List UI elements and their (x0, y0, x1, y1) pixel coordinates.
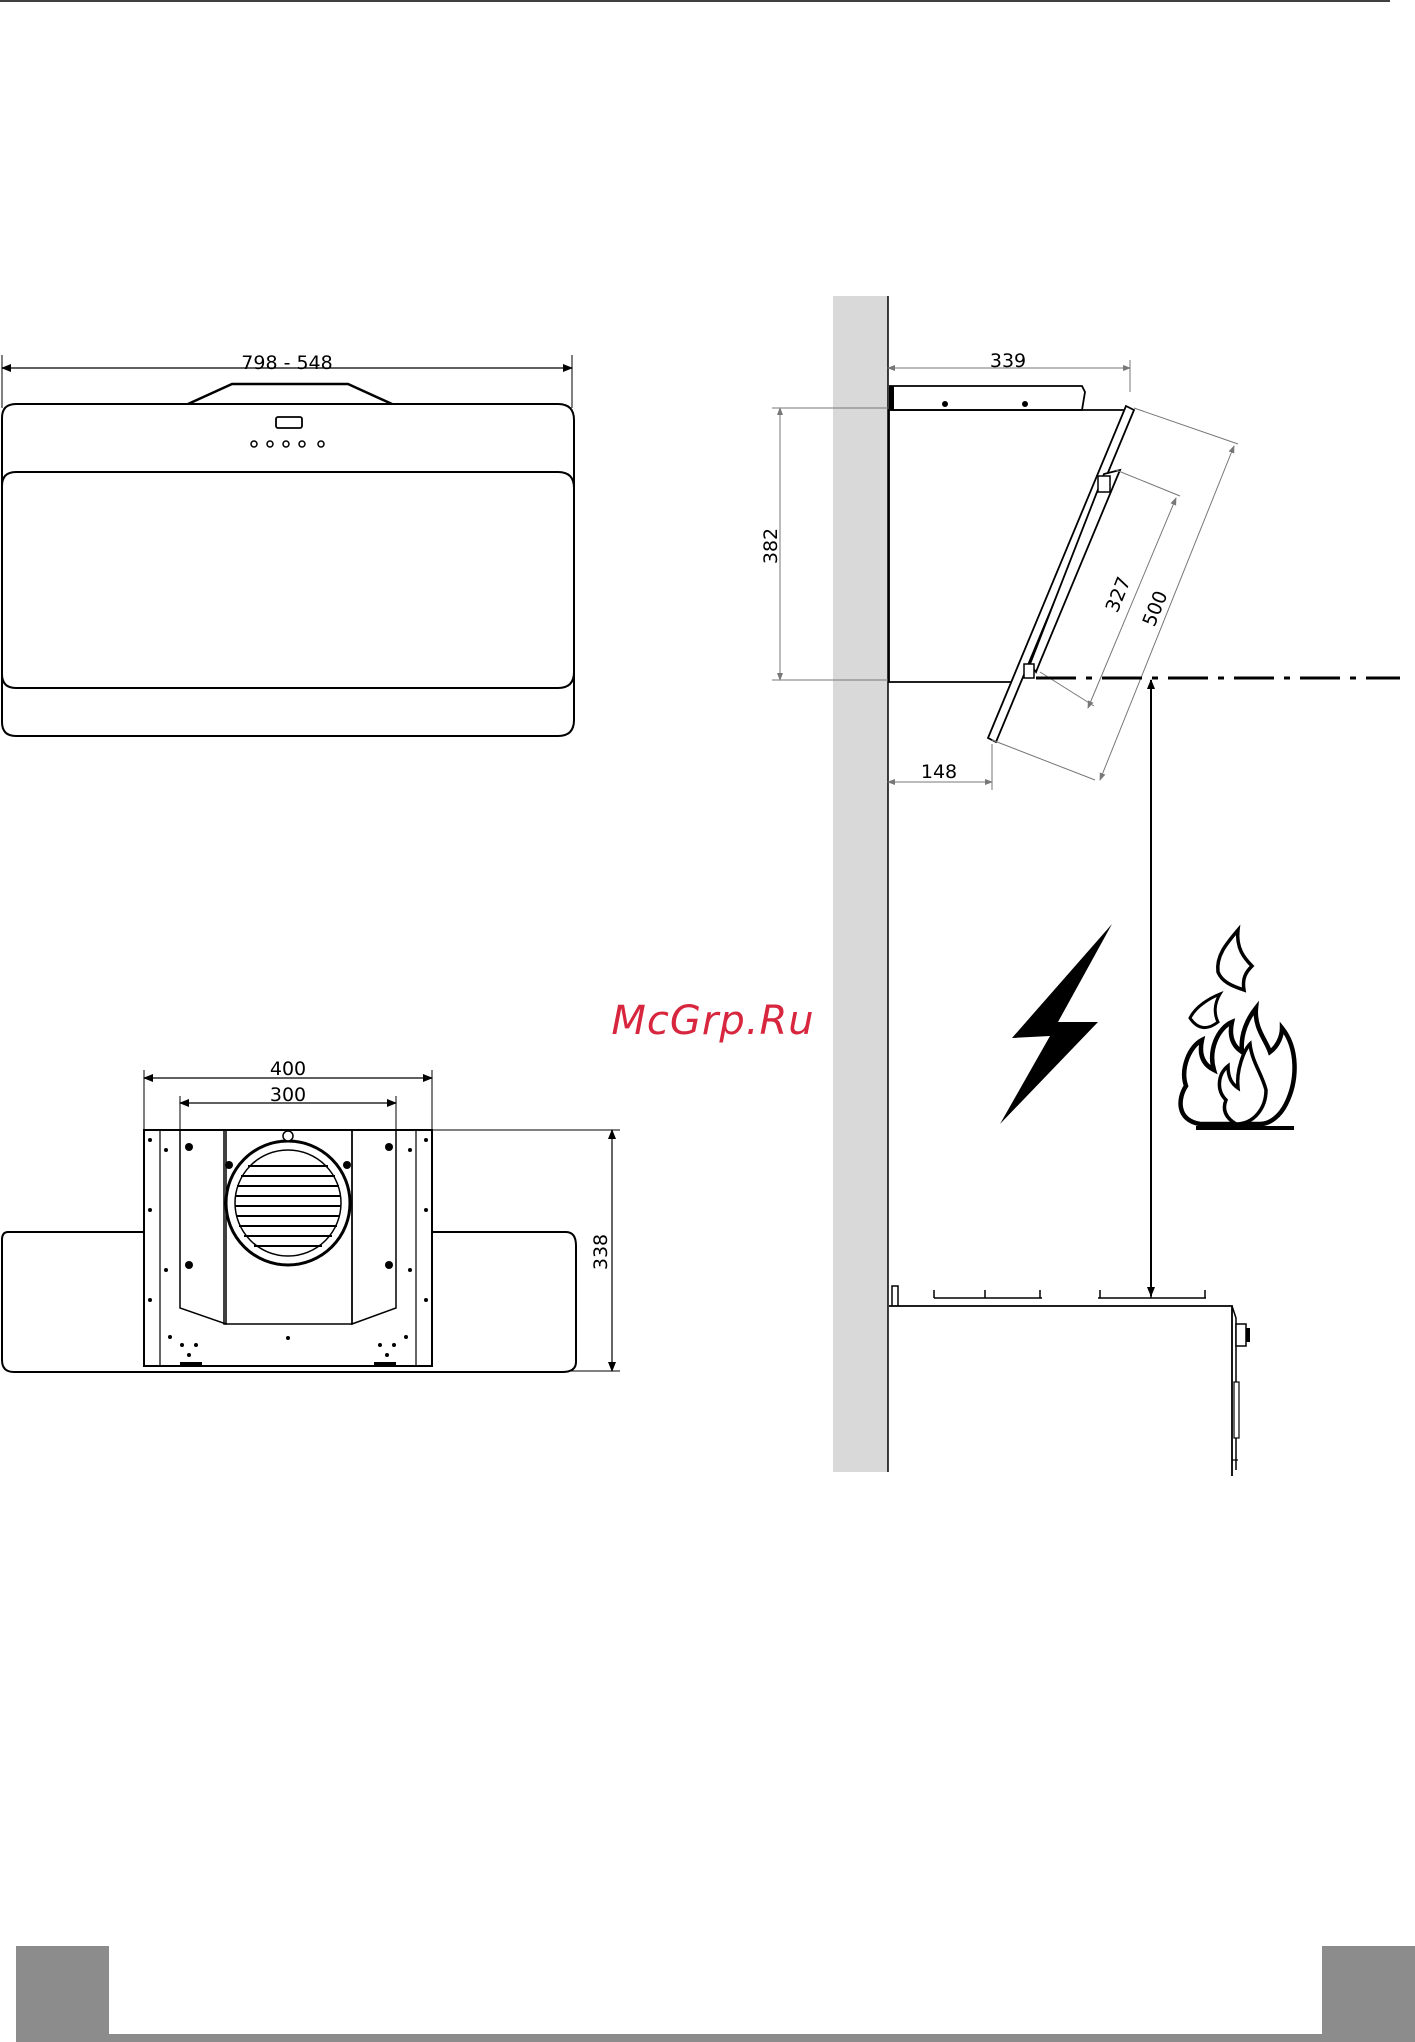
top-width-outer-label: 400 (270, 1058, 306, 1080)
top-view: 400 300 338 (2, 1058, 620, 1372)
side-offset-label: 148 (921, 761, 957, 783)
electric-hazard-icon (1000, 924, 1112, 1124)
top-width-inner-label: 300 (270, 1084, 306, 1106)
top-depth-label: 338 (590, 1234, 612, 1270)
footer-bar (109, 2034, 1322, 2042)
control-display (276, 417, 302, 428)
front-view: 798 - 548 (2, 352, 574, 736)
side-glass-label: 327 (1101, 574, 1135, 616)
side-height-label: 382 (760, 528, 782, 564)
front-width-label: 798 - 548 (241, 352, 332, 374)
wall (833, 296, 888, 1472)
footer (16, 1946, 1415, 2042)
control-buttons (251, 441, 324, 447)
watermark: McGrp.Ru (611, 998, 814, 1044)
footer-tab-left (16, 1946, 109, 2042)
side-depth-label: 339 (990, 350, 1026, 372)
footer-tab-right (1322, 1946, 1415, 2042)
side-view: 339 382 500 327 148 (760, 296, 1400, 1476)
side-panel-label: 500 (1138, 588, 1172, 630)
fire-hazard-icon (1181, 930, 1295, 1130)
